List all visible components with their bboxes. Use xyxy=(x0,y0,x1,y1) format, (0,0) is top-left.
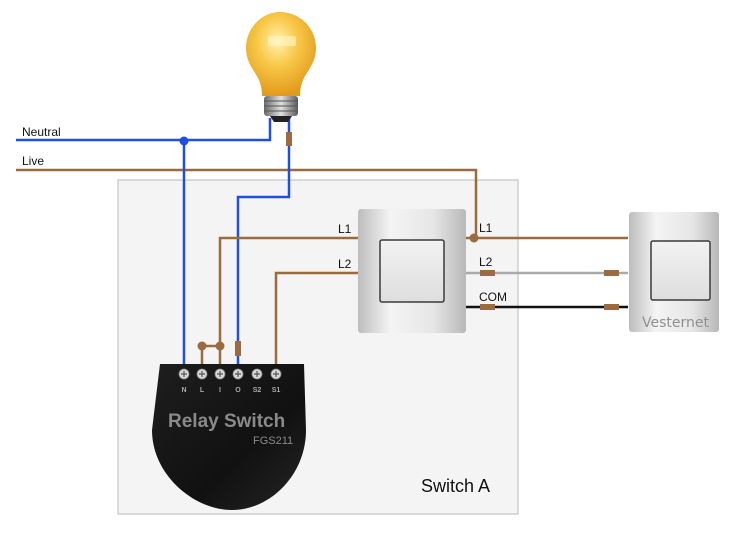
relay-title: Relay Switch xyxy=(168,411,285,432)
switch-a-label: Switch A xyxy=(421,476,490,496)
remote-brand-label: Vesternet xyxy=(642,315,709,331)
light-bulb-icon xyxy=(246,12,316,122)
relay-terminals: N L I O S2 S1 xyxy=(178,368,282,394)
screw-head-icon xyxy=(199,371,205,377)
right-l2-label: L2 xyxy=(479,255,493,269)
neutral-junction xyxy=(179,136,189,146)
terminal-label-s2: S2 xyxy=(253,387,262,394)
right-l1-label: L1 xyxy=(479,221,493,235)
remote-rocker xyxy=(650,240,711,301)
l1-internal-wire xyxy=(218,236,358,366)
l2-connector-b xyxy=(604,270,619,276)
screw-head-icon xyxy=(254,371,260,377)
terminal-label-s1: S1 xyxy=(272,387,281,394)
l-junction xyxy=(197,341,207,351)
relay-switch-module: N L I O S2 S1 Relay Switch FGS211 xyxy=(152,364,306,510)
bulb-output-wire xyxy=(236,118,291,366)
screw-head-icon xyxy=(235,371,241,377)
l1-junction xyxy=(469,233,479,243)
live-label: Live xyxy=(22,154,44,168)
bulb-connector xyxy=(286,132,292,146)
output-connector xyxy=(235,341,241,356)
screw-head-icon xyxy=(217,371,223,377)
relay-model: FGS211 xyxy=(253,435,293,447)
terminal-label-n: N xyxy=(181,387,186,394)
terminal-label-i: I xyxy=(219,387,221,394)
l2-connector-a xyxy=(480,270,495,276)
terminal-label-o: O xyxy=(235,387,241,394)
neutral-wire xyxy=(16,118,272,142)
remote-wall-switch: Vesternet xyxy=(629,212,719,332)
switch-a-wall-switch xyxy=(358,209,466,333)
i-junction xyxy=(215,341,225,351)
com-connector-a xyxy=(480,304,495,310)
screw-head-icon xyxy=(181,371,187,377)
terminal-label-l: L xyxy=(200,387,205,394)
live-wire xyxy=(16,168,478,238)
left-l1-label: L1 xyxy=(338,222,352,236)
left-l2-label: L2 xyxy=(338,257,352,271)
com-connector-b xyxy=(604,304,619,310)
l2-internal-wire xyxy=(274,271,358,366)
neutral-label: Neutral xyxy=(22,125,61,139)
switch-a-rocker xyxy=(379,239,445,303)
com-label: COM xyxy=(479,290,507,304)
screw-head-icon xyxy=(273,371,279,377)
